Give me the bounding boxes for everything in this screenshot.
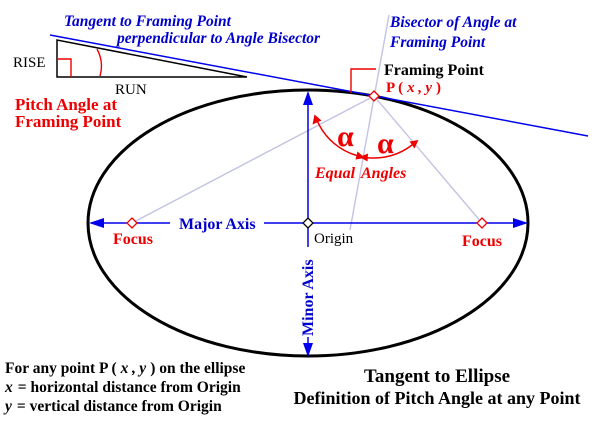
minor-axis-label: Minor Axis: [300, 259, 317, 336]
minor-axis-label-bg: [300, 247, 317, 337]
tangent-note-line2: perpendicular to Angle Bisector: [115, 30, 321, 47]
focal-line-right: [373, 95, 483, 224]
framing-point-marker: [368, 90, 380, 102]
alpha-arc-arrowhead-upper-right-icon: [409, 140, 419, 149]
focus-marker-right: [476, 217, 488, 229]
focal-line-left: [131, 95, 375, 224]
footer-line3-var: y: [3, 398, 12, 415]
coords-y: y: [423, 80, 432, 96]
run-label: RUN: [115, 82, 147, 98]
coords-prefix: P (: [386, 80, 403, 96]
footer-line1-x: x: [120, 360, 129, 377]
pitch-angle-arc: [96, 48, 103, 77]
footer-line1-y: y: [137, 360, 146, 377]
minor-axis-arrow-bottom-icon: [303, 343, 313, 357]
tangent-line: [49, 34, 589, 137]
right-angle-mark-bisector: [350, 68, 376, 93]
alpha-label-left: α: [337, 120, 354, 153]
equal-angles-word1: Equal: [314, 165, 356, 182]
major-axis-label-bg: [170, 214, 264, 232]
alpha-arc-arrowhead-lower-right-icon: [359, 153, 368, 162]
footer-line1-prefix: For any point P (: [5, 360, 117, 377]
coords-sep: ,: [418, 80, 422, 96]
origin-label: Origin: [314, 231, 354, 247]
alpha-arc-right: [367, 144, 413, 159]
rise-label: RISE: [13, 55, 46, 71]
equal-angles-word2: Angles: [360, 165, 406, 182]
diagram-title-line1: Tangent to Ellipse: [364, 366, 510, 387]
origin-marker: [302, 217, 314, 229]
coords-x: x: [406, 80, 415, 96]
footer-line2: x = horizontal distance from Origin: [4, 379, 241, 396]
framing-point-label: Framing Point: [384, 62, 485, 79]
angle-bisector-line: [349, 14, 390, 231]
minor-axis-arrow-top-icon: [303, 91, 313, 105]
alpha-arc-left: [316, 121, 358, 157]
footer-line3: y = vertical distance from Origin: [3, 398, 222, 415]
bisector-note-line2: Framing Point: [389, 34, 486, 51]
diagram-title-line2: Definition of Pitch Angle at any Point: [294, 388, 581, 408]
alpha-arc-arrowhead-upper-left-icon: [312, 114, 322, 125]
major-axis-label: Major Axis: [179, 216, 256, 233]
footer-line1-suffix: ) on the ellipse: [150, 360, 245, 377]
focus-label-left: Focus: [113, 231, 153, 248]
major-axis-arrow-right-icon: [513, 218, 528, 228]
focus-label-right: Focus: [462, 233, 502, 250]
tangent-note-line1: Tangent to Framing Point: [64, 13, 232, 30]
alpha-label-right: α: [377, 127, 394, 160]
pitch-note-line2: Framing Point: [15, 112, 122, 131]
coords-suffix: ): [436, 80, 441, 96]
focus-marker-left: [126, 217, 138, 229]
footer-line1: For any point P (x,y) on the ellipse: [5, 360, 245, 377]
footer-line2-text: = horizontal distance from Origin: [18, 379, 241, 396]
footer-line1-sep: ,: [131, 360, 135, 377]
bisector-note-line1: Bisector of Angle at: [389, 14, 517, 31]
right-angle-mark-triangle: [57, 58, 72, 77]
footer-line2-var: x: [4, 379, 13, 396]
framing-point-coords: P (x,y): [386, 80, 441, 96]
footer-line3-text: = vertical distance from Origin: [17, 398, 222, 415]
major-axis-arrow-left-icon: [89, 218, 104, 228]
pitch-note-line1: Pitch Angle at: [15, 95, 117, 114]
